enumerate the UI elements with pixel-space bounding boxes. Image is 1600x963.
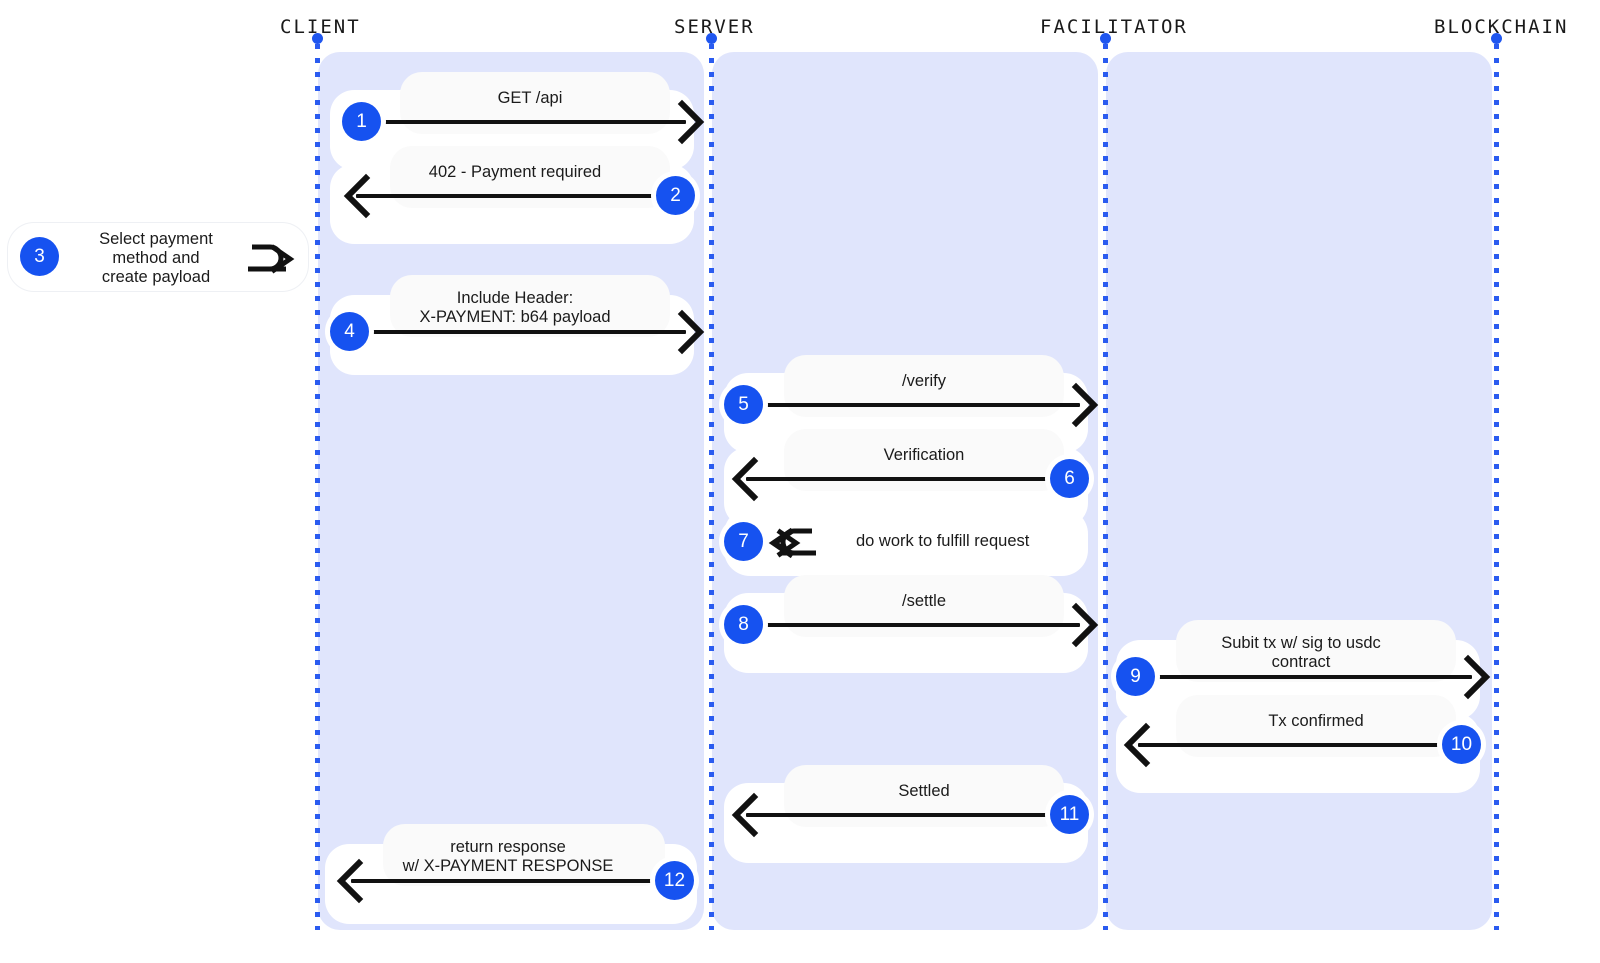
message-caption: 402 - Payment required [428,163,602,181]
step-badge-10[interactable]: 10 [1442,725,1481,764]
lifeline-head-facilitator [1100,33,1111,44]
message-caption-pill [390,275,670,337]
message-arrow-line [1154,675,1472,679]
message-arrow-line [746,477,1070,481]
message-caption: Settled [898,782,950,800]
message-arrow-line [1138,743,1462,747]
message-arrow-line [351,879,673,883]
message-caption: /verify [901,372,946,390]
message-step-7: do work to fulfill request 7 [724,508,1088,576]
message-step-9: Subit tx w/ sig to usdc contract 9 [1116,620,1491,720]
message-caption: Subit tx w/ sig to usdc contract [1221,634,1381,671]
message-caption: Include Header: X-PAYMENT: b64 payload [419,289,611,326]
message-caption: GET /api [497,89,563,107]
note-step-3: 3 Select payment method and create paylo… [8,223,308,291]
message-step-11: Settled 11 [724,765,1089,863]
message-step-8: /settle 8 [724,575,1099,673]
message-caption-pill [1176,620,1456,682]
step-badge-8[interactable]: 8 [724,605,763,644]
message-step-2: 402 - Payment required 2 [330,146,695,244]
message-arrow-line [762,403,1080,407]
message-caption: Verification [883,446,965,464]
message-arrow-line [746,813,1070,817]
step-badge-7[interactable]: 7 [724,522,763,561]
message-caption: return response w/ X-PAYMENT RESPONSE [402,838,614,875]
actor-label-client: CLIENT [280,16,361,38]
message-arrow-line [762,623,1080,627]
step-badge-6[interactable]: 6 [1050,459,1089,498]
lifeline-head-server [706,33,717,44]
lifeline-client [315,44,320,930]
step-badge-2[interactable]: 2 [656,176,695,215]
step-badge-9[interactable]: 9 [1116,657,1155,696]
actor-label-blockchain: BLOCKCHAIN [1434,16,1569,38]
actor-label-facilitator: FACILITATOR [1040,16,1188,38]
step-badge-5[interactable]: 5 [724,385,763,424]
step-badge-11[interactable]: 11 [1050,795,1089,834]
lifeline-facilitator [1103,44,1108,930]
self-loop-right-icon [240,237,298,281]
message-caption: do work to fulfill request [856,532,1030,550]
lifeline-server [709,44,714,930]
message-arrow-line [356,194,674,198]
message-caption-pill [383,824,665,886]
message-arrow-line [368,330,686,334]
actor-label-server: SERVER [674,16,755,38]
self-loop-left-icon [764,521,826,567]
lifeline-head-client [312,33,323,44]
lifeline-head-blockchain [1491,33,1502,44]
message-step-12: return response w/ X-PAYMENT RESPONSE 12 [325,824,697,924]
lane-facilitator [1106,52,1492,930]
step-badge-12[interactable]: 12 [655,861,694,900]
message-caption: /settle [901,592,947,610]
lifeline-blockchain [1494,44,1499,930]
message-step-10: Tx confirmed 10 [1116,695,1481,793]
note-text: Select payment method and create payload [99,230,213,286]
step-badge-3[interactable]: 3 [20,237,59,276]
message-caption: Tx confirmed [1268,712,1364,730]
step-badge-1[interactable]: 1 [342,102,381,141]
message-arrow-line [368,120,686,124]
step-badge-4[interactable]: 4 [330,312,369,351]
message-step-4: Include Header: X-PAYMENT: b64 payload 4 [330,275,705,375]
